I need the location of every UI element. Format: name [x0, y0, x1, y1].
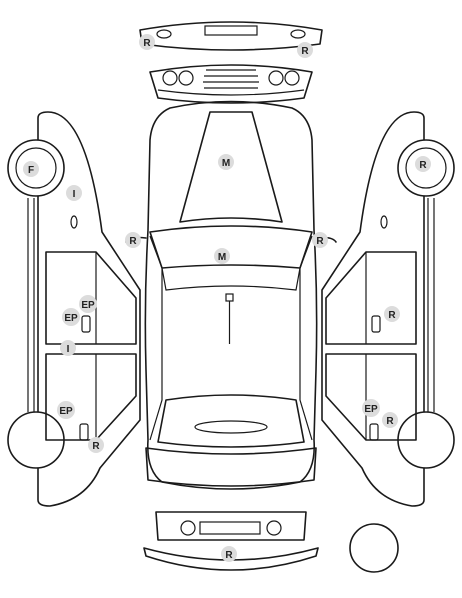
svg-text:M: M	[218, 252, 226, 263]
svg-text:EP: EP	[59, 406, 73, 417]
svg-text:R: R	[316, 236, 324, 247]
marker-left-rear-door[interactable]: EP	[57, 401, 75, 419]
svg-text:R: R	[301, 46, 309, 57]
marker-right-rear-wheel[interactable]: R	[415, 156, 431, 172]
svg-text:I: I	[67, 344, 70, 355]
marker-hood[interactable]: M	[214, 248, 230, 264]
marker-left-front-door-a[interactable]: EP	[79, 295, 97, 313]
rear-bumper[interactable]	[139, 21, 323, 51]
svg-text:F: F	[28, 165, 34, 176]
marker-front-bumper[interactable]: R	[221, 546, 237, 562]
svg-text:EP: EP	[364, 404, 378, 415]
svg-text:EP: EP	[81, 300, 95, 311]
marker-left-rear-door-handle[interactable]: R	[88, 437, 104, 453]
marker-right-rear-door-r[interactable]: R	[382, 412, 398, 428]
marker-right-front-door[interactable]: R	[384, 306, 400, 322]
marker-left-front-wheel[interactable]: F	[23, 161, 39, 177]
marker-mirror-right[interactable]: R	[312, 232, 328, 248]
svg-text:R: R	[386, 416, 394, 427]
marker-left-fender[interactable]: I	[66, 185, 82, 201]
spare-wheel[interactable]	[349, 523, 399, 573]
svg-text:R: R	[143, 38, 151, 49]
svg-text:R: R	[388, 310, 396, 321]
marker-mirror-left[interactable]: R	[125, 232, 141, 248]
marker-roof[interactable]: M	[218, 154, 234, 170]
svg-text:EP: EP	[64, 313, 78, 324]
front-bumper[interactable]	[143, 511, 319, 571]
car-body-top-view[interactable]	[144, 100, 318, 490]
svg-text:R: R	[92, 441, 100, 452]
marker-left-front-door-b[interactable]: EP	[62, 308, 80, 326]
marker-rear-bumper-left[interactable]: R	[139, 34, 155, 50]
rear-panel[interactable]	[149, 64, 313, 104]
marker-right-rear-door-ep[interactable]: EP	[362, 399, 380, 417]
svg-text:M: M	[222, 158, 230, 169]
svg-text:R: R	[419, 160, 427, 171]
marker-rear-bumper-right[interactable]: R	[297, 42, 313, 58]
svg-text:I: I	[73, 189, 76, 200]
left-side-view[interactable]	[7, 111, 141, 507]
svg-text:R: R	[129, 236, 137, 247]
svg-text:R: R	[225, 550, 233, 561]
marker-left-rocker[interactable]: I	[60, 340, 76, 356]
